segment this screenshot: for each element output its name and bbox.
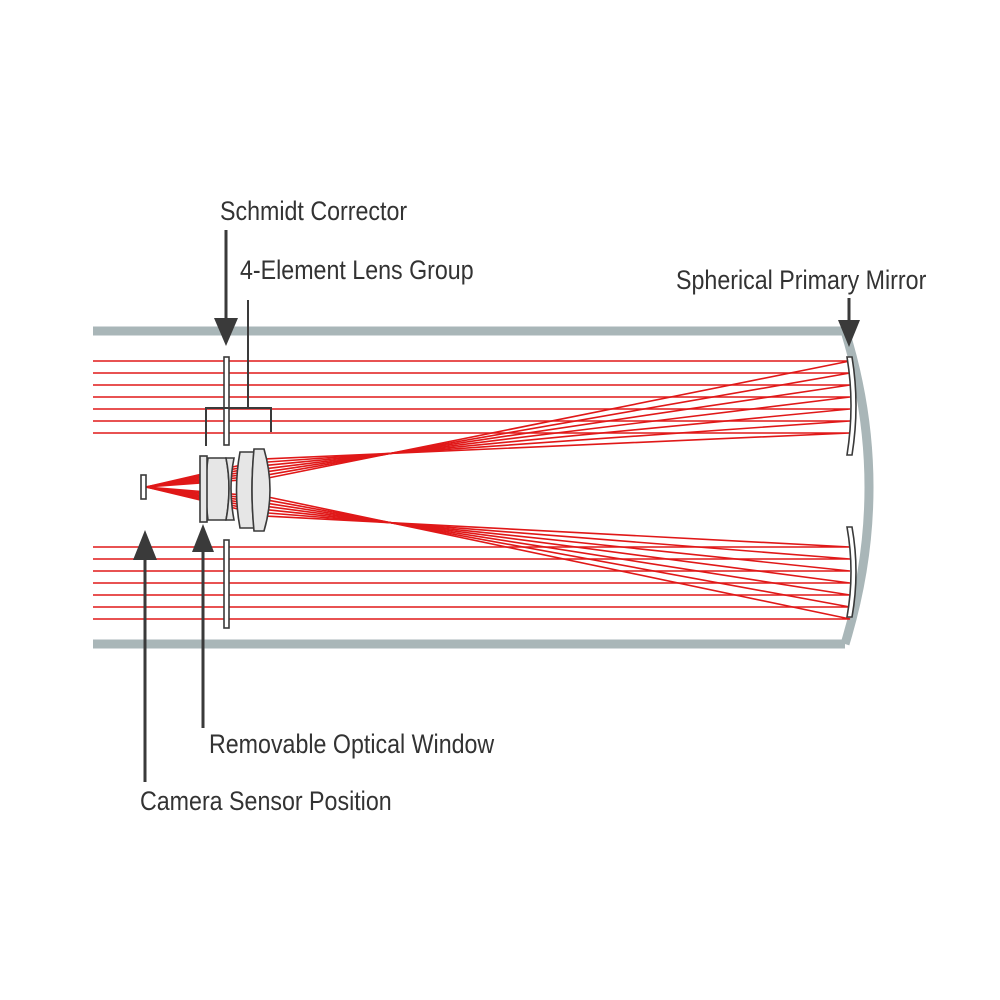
lens-element-1: [205, 457, 230, 521]
camera-sensor-arrowhead: [133, 530, 157, 560]
lens-group-bracket: [205, 300, 272, 446]
optical-window-arrowhead: [192, 524, 214, 552]
telescope-tube: [93, 326, 874, 649]
primary-mirror-top-segment: [846, 356, 857, 456]
corrector-lower: [223, 539, 230, 629]
primary-mirror-label: Spherical Primary Mirror: [676, 265, 927, 295]
lens-group-bracket-shape: [205, 407, 272, 446]
removable-optical-window: [199, 455, 208, 523]
schmidt-corrector-label: Schmidt Corrector: [220, 196, 408, 226]
schmidt-corrector-plate: [223, 356, 230, 629]
four-element-lens-group: [205, 448, 271, 532]
corrector-upper: [223, 356, 230, 446]
camera-sensor-label: Camera Sensor Position: [140, 786, 392, 816]
optical-window-label: Removable Optical Window: [209, 729, 495, 759]
lens-group-label: 4-Element Lens Group: [240, 255, 474, 285]
tube-end-cap: [840, 329, 874, 646]
camera-sensor: [140, 474, 147, 500]
primary-mirror-bottom-segment: [846, 526, 857, 618]
lens-element-2: [225, 457, 235, 521]
spherical-primary-mirror: [846, 356, 857, 618]
pointer-arrows: [143, 230, 851, 782]
arrowheads: [133, 318, 860, 560]
lens-element-4: [251, 448, 271, 532]
schmidt-corrector-arrowhead: [214, 318, 238, 346]
primary-mirror-arrowhead: [838, 320, 860, 347]
